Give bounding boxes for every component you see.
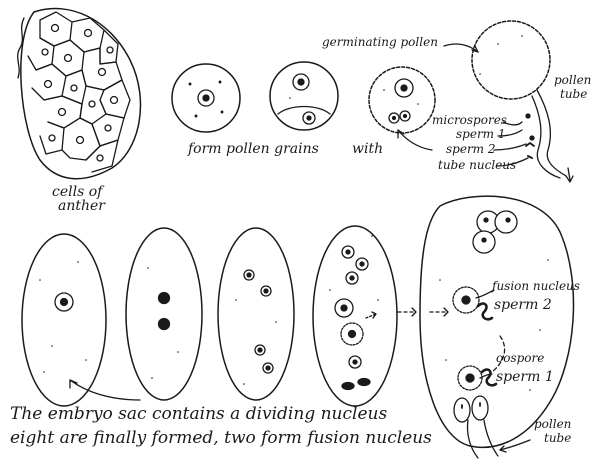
sac-arrows	[398, 308, 448, 316]
caption-line-1: The embryo sac contains a dividing nucle…	[10, 406, 387, 423]
caption-line-2: eight are finally formed, two form fusio…	[10, 430, 432, 447]
pollen-grain-2	[270, 62, 338, 130]
label-sperm2-right: sperm 2	[494, 298, 552, 312]
caption-arrow	[70, 380, 140, 400]
label-pollen-bottom: pollen	[534, 418, 571, 430]
label-tube-bottom: tube	[544, 432, 571, 444]
label-with: with	[352, 142, 383, 156]
pollen-grain-3	[369, 67, 435, 133]
label-sperm2-top: sperm 2	[446, 143, 496, 155]
label-anther: anther	[58, 199, 105, 213]
label-sperm1-right: sperm 1	[496, 370, 554, 384]
embryo-sac-2	[126, 228, 202, 400]
label-microspores: microspores	[432, 114, 507, 126]
speckles	[39, 35, 549, 391]
label-form-pollen-grains: form pollen grains	[188, 142, 319, 156]
pollen-grain-1	[172, 64, 240, 132]
label-fusion-nucleus: fusion nucleus	[492, 280, 580, 292]
embryo-sac-1	[22, 234, 106, 406]
label-pollen-top: pollen	[554, 74, 591, 86]
label-tube-top: tube	[560, 88, 587, 100]
label-cells-of: cells of	[52, 185, 102, 199]
label-germinating-pollen: germinating pollen	[322, 36, 438, 48]
embryo-sac-3	[218, 228, 294, 400]
anther-cells	[18, 9, 141, 179]
label-sperm1-top: sperm 1	[456, 128, 506, 140]
label-tube-nucleus: tube nucleus	[438, 159, 516, 171]
embryo-sac-4	[313, 226, 397, 406]
label-oospore: oospore	[496, 352, 544, 364]
